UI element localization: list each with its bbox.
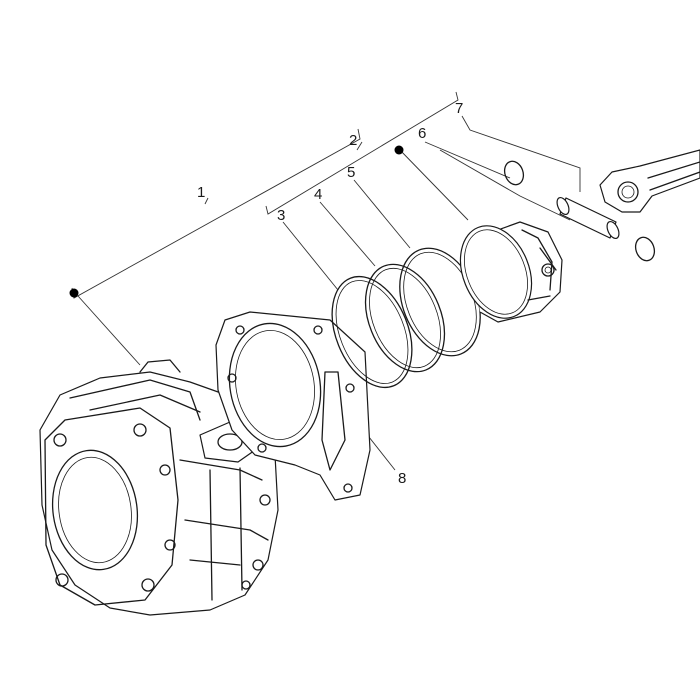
- callout-3: 3: [277, 207, 285, 224]
- callout-6: 6: [418, 125, 426, 142]
- callout-2: 2: [349, 132, 357, 149]
- cylinder-block-part: [39, 359, 279, 616]
- piston-part: [459, 221, 563, 323]
- piston-pin-part: [556, 196, 620, 240]
- connecting-rod-part: [599, 149, 700, 213]
- callout-8: 8: [398, 470, 406, 487]
- piston-ring-4-part: [364, 263, 446, 373]
- circlip-lower-part: [634, 236, 656, 262]
- piston-ring-3-part: [331, 275, 413, 389]
- leader-lines: [71, 91, 581, 471]
- kit-marker-dot: [69, 288, 79, 298]
- callout-4: 4: [314, 186, 322, 203]
- callout-1: 1: [197, 184, 205, 201]
- circlip-upper-part: [503, 160, 525, 186]
- callout-7: 7: [455, 100, 463, 117]
- callout-labels: 1 2 3 4 5 6 7 8: [197, 100, 463, 487]
- kit-marker-dot: [394, 145, 404, 155]
- head-gasket-part: [215, 311, 371, 501]
- callout-5: 5: [347, 164, 355, 181]
